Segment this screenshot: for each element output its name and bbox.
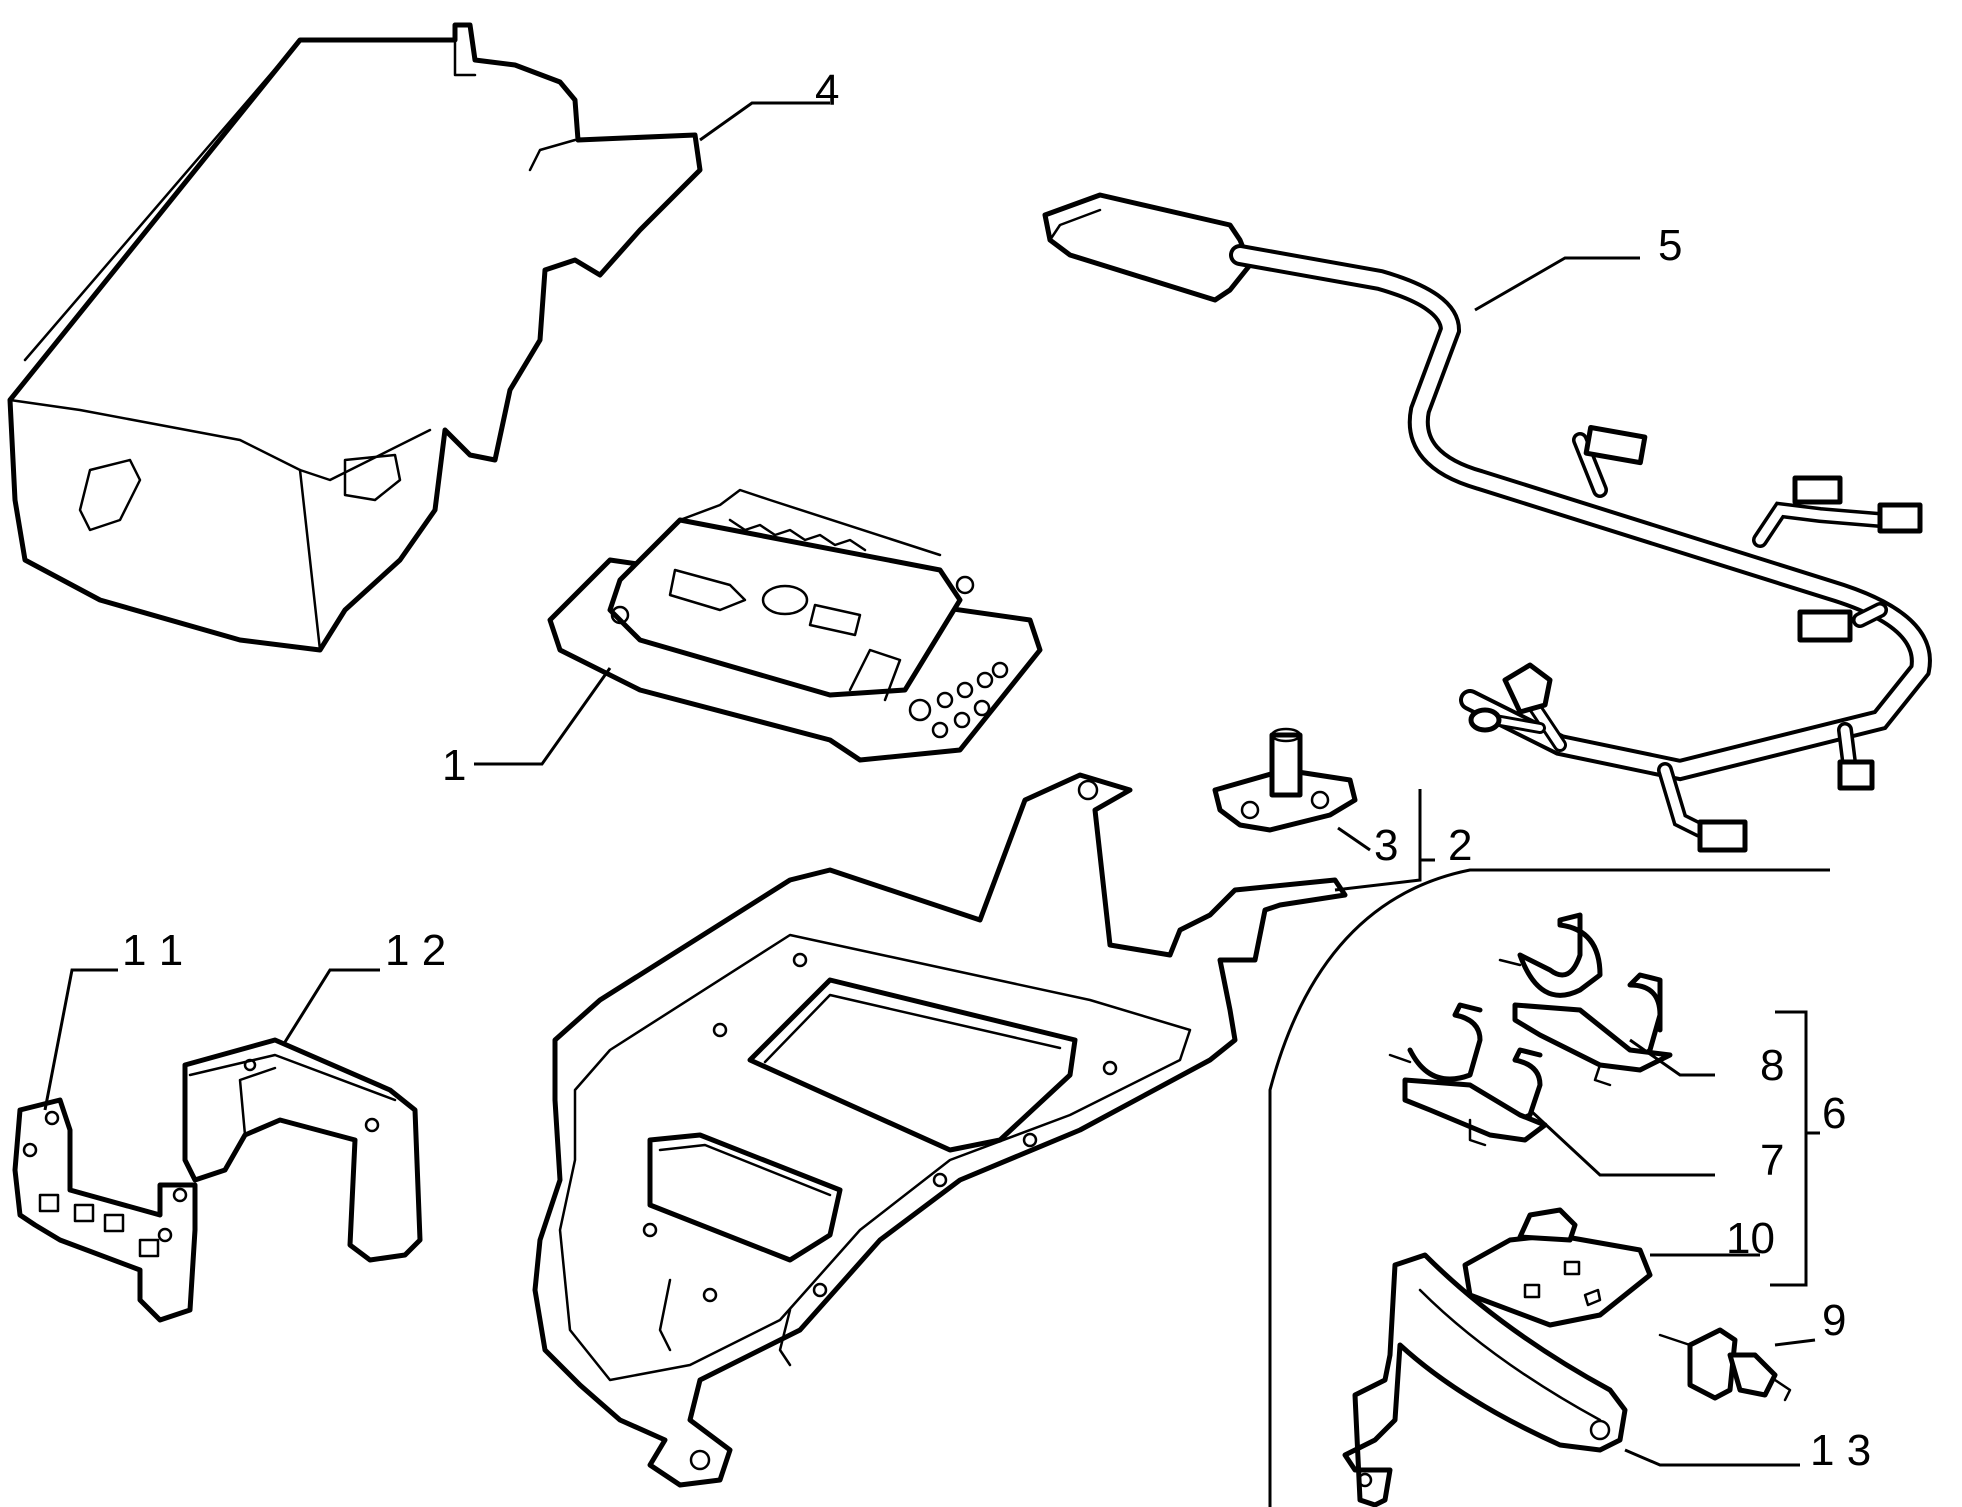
- callout-9: 9: [1822, 1296, 1846, 1345]
- callout-labels: 1 2 3 4 5 6 7 8 9 10 1 1 1 2 1 3: [122, 66, 1871, 1475]
- part-11-bracket: [12, 1097, 198, 1323]
- callout-12: 1 2: [385, 926, 446, 975]
- callout-1: 1: [442, 741, 466, 790]
- callout-13: 1 3: [1810, 1426, 1871, 1475]
- part-7-double-clip: [1388, 1002, 1548, 1147]
- callout-6: 6: [1822, 1089, 1846, 1138]
- leader-lines: [43, 101, 1820, 1467]
- callout-11: 1 1: [122, 926, 183, 975]
- part-3-clip: [1212, 727, 1358, 833]
- part-13-curved-bracket: [1342, 1252, 1628, 1507]
- part-2-bracket-tray: [532, 772, 1348, 1488]
- callout-4: 4: [815, 66, 839, 115]
- part-1-control-unit: [547, 488, 1043, 763]
- callout-2: 2: [1448, 821, 1472, 870]
- callout-7: 7: [1760, 1136, 1784, 1185]
- detail-circle-arc: [1268, 868, 1830, 1507]
- part-12-u-bracket: [182, 1037, 423, 1263]
- callout-8: 8: [1760, 1041, 1784, 1090]
- part-9-switch: [1658, 1327, 1792, 1402]
- callout-10: 10: [1726, 1214, 1775, 1263]
- callout-5: 5: [1658, 221, 1682, 270]
- part-5-wiring-harness: [1042, 192, 1932, 853]
- callout-3: 3: [1374, 821, 1398, 870]
- part-4-cover: [7, 22, 703, 653]
- part-8-double-clip: [1498, 912, 1673, 1087]
- part-10-pad: [1462, 1207, 1653, 1328]
